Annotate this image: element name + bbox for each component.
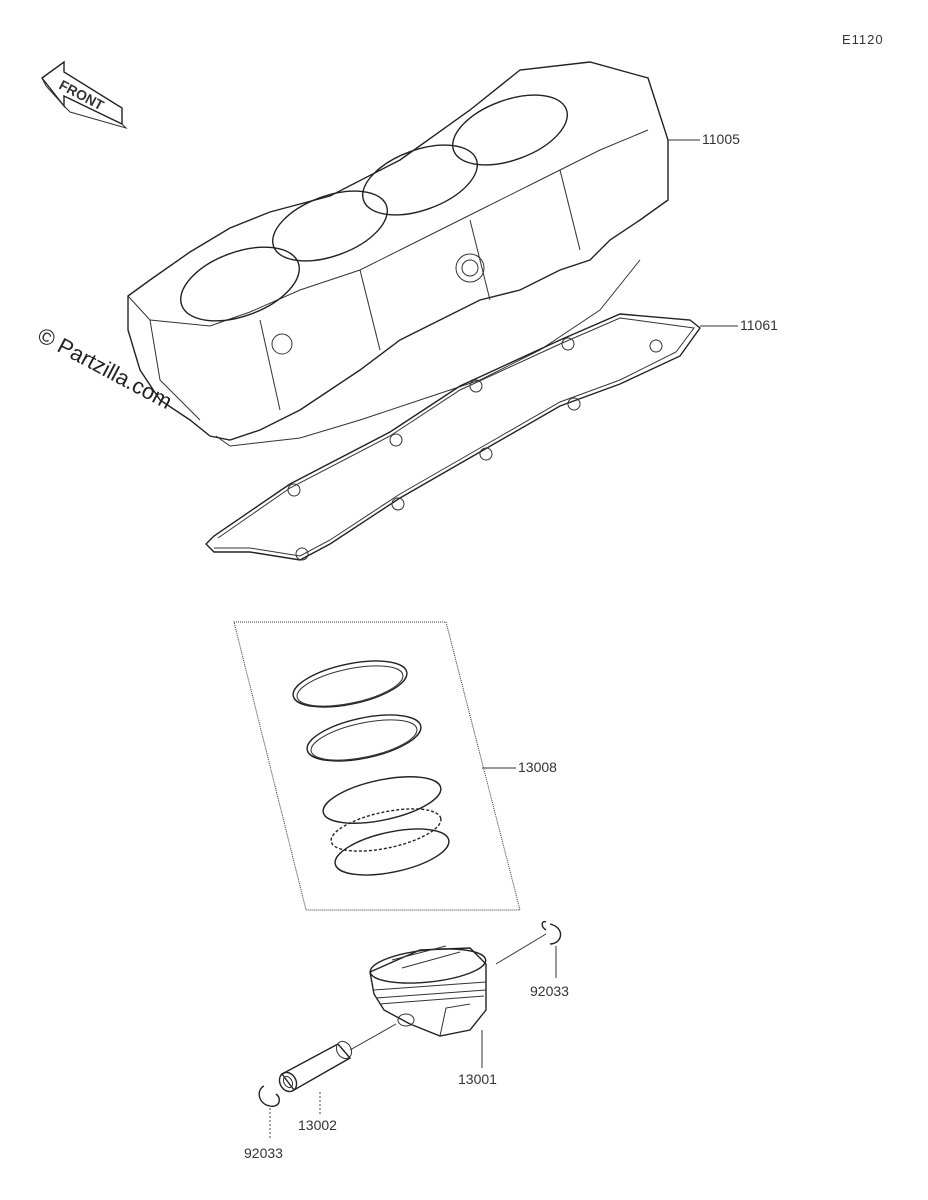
circlip-right-drawing[interactable] (541, 920, 562, 945)
piston-pin-drawing[interactable] (276, 1039, 354, 1095)
label-13008[interactable]: 13008 (518, 759, 557, 775)
cylinder-block-drawing[interactable] (127, 61, 669, 447)
label-13002[interactable]: 13002 (298, 1117, 337, 1133)
piston-drawing[interactable] (369, 944, 488, 1037)
label-13001[interactable]: 13001 (458, 1071, 497, 1087)
watermark-text: © Partzilla.com (34, 322, 177, 414)
front-arrow-label: FRONT (57, 77, 107, 114)
front-arrow-icon: FRONT (41, 60, 128, 130)
circlip-left-drawing[interactable] (258, 1085, 281, 1107)
label-11005[interactable]: 11005 (702, 131, 740, 147)
label-92033-right[interactable]: 92033 (530, 983, 569, 999)
label-92033-left[interactable]: 92033 (244, 1145, 283, 1161)
label-11061[interactable]: 11061 (740, 317, 778, 333)
piston-ring-set-drawing[interactable] (233, 621, 521, 911)
diagram-code: E1120 (842, 32, 884, 47)
cylinder-gasket-drawing[interactable] (205, 313, 701, 561)
